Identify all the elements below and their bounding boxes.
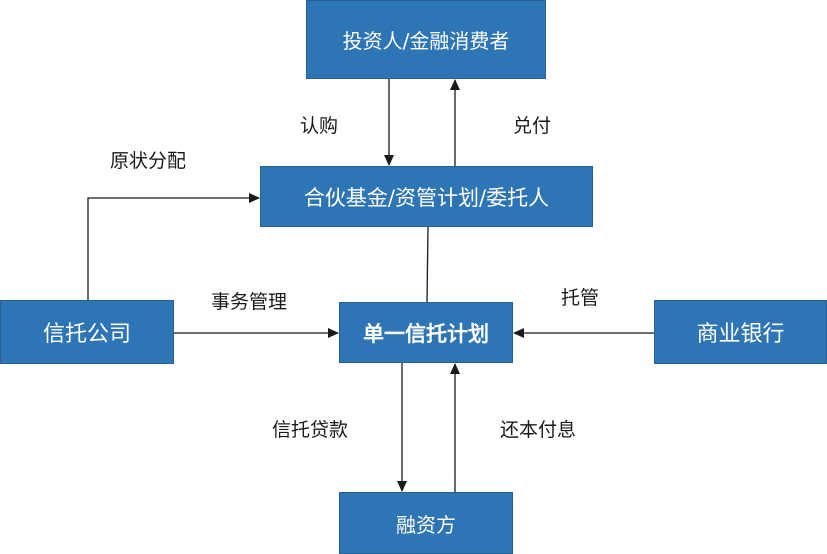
edge-label-trust-loan: 信托贷款 [272, 419, 349, 441]
edge-label-custody: 托管 [561, 287, 600, 309]
node-fund: 合伙基金/资管计划/委托人 [260, 166, 593, 227]
edge-label-affairs-management: 事务管理 [211, 291, 288, 313]
node-bank: 商业银行 [654, 300, 827, 364]
node-trust-company: 信托公司 [0, 300, 174, 364]
edge-label-subscribe: 认购 [300, 115, 339, 137]
node-single-trust: 单一信托计划 [339, 302, 513, 363]
edge-label-original-distribution: 原状分配 [110, 150, 187, 172]
edge-label-repayment: 还本付息 [500, 419, 577, 441]
node-investor: 投资人/金融消费者 [306, 0, 546, 79]
line-fund-single-trust [426, 226, 429, 303]
edge-label-redeem: 兑付 [513, 115, 552, 137]
node-financier: 融资方 [339, 492, 513, 554]
arrow-original-distribution [87, 193, 260, 300]
